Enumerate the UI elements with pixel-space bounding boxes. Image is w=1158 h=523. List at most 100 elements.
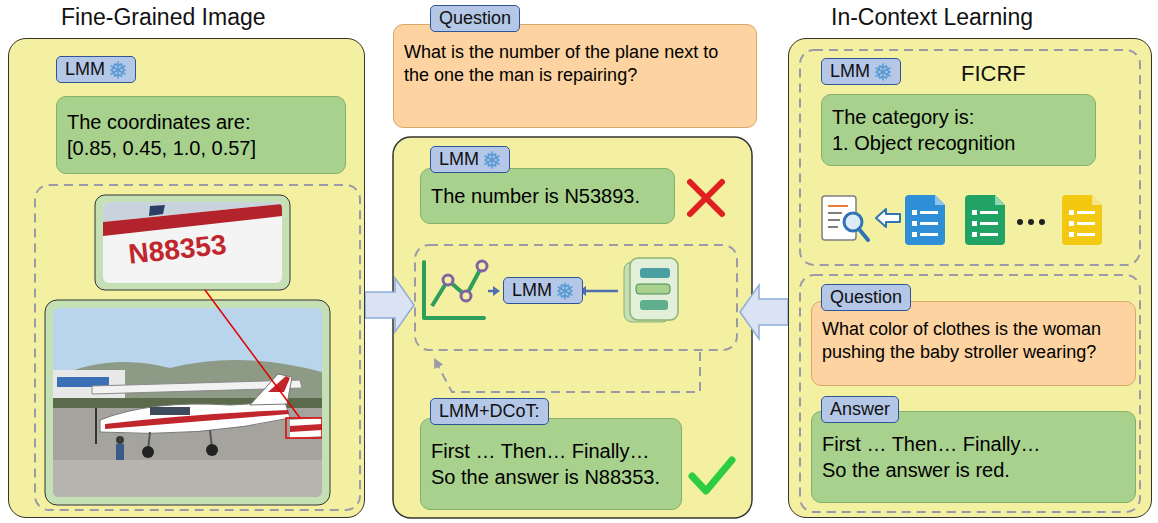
- frozen-icon: [483, 151, 501, 169]
- blue-document: [912, 221, 917, 226]
- box-text: The category is:: [832, 104, 1085, 130]
- dashed-group: [35, 185, 360, 510]
- dashed-group: [800, 275, 1140, 512]
- frozen-icon: [874, 63, 892, 81]
- wrong-mark: [690, 182, 722, 214]
- photo: [206, 444, 218, 456]
- panel-fill: [8, 38, 365, 518]
- frozen-icon: [110, 63, 127, 76]
- yellow-document: [1077, 211, 1095, 214]
- blue-document: [905, 195, 945, 245]
- photo: [105, 410, 289, 429]
- feedback-arrow: [434, 358, 443, 369]
- photo: [150, 407, 190, 415]
- green-document: [972, 232, 977, 237]
- frozen-icon: [557, 284, 574, 297]
- model-tag: LMM: [503, 277, 583, 304]
- box-text: So the answer is N88353.: [431, 464, 671, 490]
- crop-image: [95, 195, 290, 290]
- frozen-icon: [110, 63, 127, 76]
- photo: [100, 402, 290, 433]
- frozen-icon: [109, 61, 127, 79]
- chart-icon: [461, 291, 471, 301]
- photo: [286, 418, 322, 438]
- crop-image: [95, 195, 290, 290]
- search-icon: [828, 219, 840, 221]
- frozen-icon: [556, 282, 574, 300]
- blue-document: [935, 195, 945, 205]
- panel: In-Context LearningLMMThe category is:1.…: [788, 38, 1152, 518]
- answer-box: The number is N53893.: [420, 168, 675, 224]
- chart-icon: [424, 262, 484, 318]
- check-mark: [692, 460, 732, 491]
- method-name: FICRF: [961, 61, 1026, 87]
- yellow-document: [1062, 195, 1102, 245]
- tag-label: Question: [439, 8, 511, 29]
- document-icon: [624, 258, 678, 322]
- crop-image: [103, 202, 282, 283]
- photo: [53, 308, 322, 497]
- box-text: [0.85, 0.45, 1.0, 0.57]: [67, 135, 335, 161]
- photo: [290, 424, 322, 432]
- yellow-document: [1092, 195, 1102, 205]
- ellipsis-dots: [1017, 219, 1045, 225]
- chart-icon: [432, 266, 482, 306]
- document-icon: [630, 258, 678, 320]
- frozen-icon: [484, 153, 501, 166]
- photo: [290, 418, 322, 438]
- answer-box: First … Then… Finally…So the answer is N…: [420, 418, 682, 510]
- box-text: What is the number of the plane next to …: [404, 41, 746, 88]
- dashed-group: [800, 50, 1140, 265]
- hollow-arrow: [876, 209, 900, 227]
- photo: [142, 446, 154, 458]
- ellipsis-dots: [1017, 219, 1023, 225]
- green-document: [972, 210, 977, 215]
- blue-document: [920, 222, 938, 225]
- search-icon: [828, 226, 838, 228]
- box-text: The coordinates are:: [67, 109, 335, 135]
- model-tag: Question: [430, 5, 520, 32]
- chart-icon: [424, 261, 487, 318]
- photo: [53, 308, 322, 497]
- small-arrow: [586, 290, 618, 293]
- question-box: What is the number of the plane next to …: [393, 24, 757, 128]
- feedback-arrow: [436, 352, 700, 392]
- tag-label: LMM: [65, 59, 105, 80]
- photo: [53, 460, 322, 497]
- block-arrow: [365, 278, 414, 332]
- small-arrow: [493, 286, 500, 296]
- search-icon: [859, 229, 868, 240]
- middle-panel: [393, 137, 752, 518]
- green-document: [980, 222, 998, 225]
- panel-title: In-Context Learning: [831, 4, 1033, 31]
- chart-icon: [443, 275, 453, 285]
- frozen-icon: [875, 65, 892, 78]
- green-document: [980, 233, 998, 236]
- blue-document: [905, 195, 945, 245]
- panel-title: Fine-Grained Image: [61, 4, 266, 31]
- box-text: The number is N53893.: [431, 183, 664, 209]
- photo: [95, 408, 97, 444]
- crop-image: [149, 205, 165, 216]
- blue-document: [912, 210, 917, 215]
- green-document: [965, 195, 1005, 245]
- box-text: First … Then… Finally…: [822, 431, 1125, 457]
- frozen-icon: [484, 153, 501, 166]
- answer-box: The coordinates are:[0.85, 0.45, 1.0, 0.…: [56, 96, 346, 174]
- yellow-document: [1062, 195, 1102, 245]
- photo: [45, 290, 330, 505]
- green-document: [995, 195, 1005, 205]
- photo: [116, 444, 124, 460]
- frozen-icon: [875, 65, 892, 78]
- document-icon: [640, 268, 670, 278]
- model-tag: LMM+DCoT:: [430, 398, 549, 425]
- search-icon: [822, 196, 868, 240]
- panel: Fine-Grained ImageLMMThe coordinates are…: [8, 38, 365, 518]
- box-text: What color of clothes is the woman pushi…: [822, 318, 1125, 365]
- green-document: [965, 195, 1005, 245]
- yellow-document: [1069, 221, 1074, 226]
- tag-label: LMM+DCoT:: [439, 401, 540, 422]
- yellow-document: [1069, 210, 1074, 215]
- frozen-icon: [110, 63, 127, 76]
